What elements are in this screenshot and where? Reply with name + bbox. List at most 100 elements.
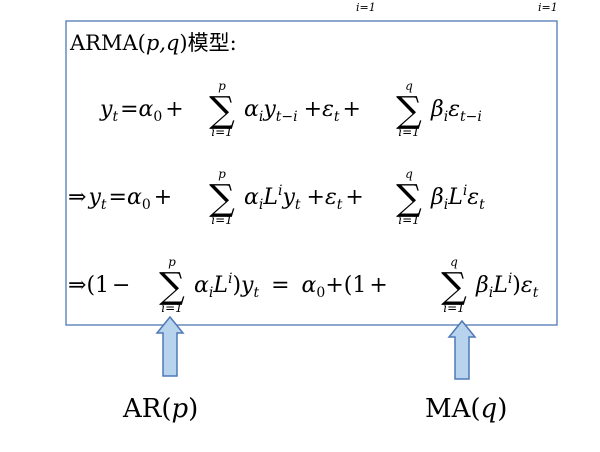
top-artifact-right: i=1: [538, 1, 558, 14]
ma-label: MA(q): [425, 394, 507, 424]
eq1-sum2-top: q: [405, 79, 413, 93]
eq3-term2-L: L: [492, 273, 508, 298]
ma-label-var: q: [481, 394, 498, 424]
eq1-y-sub: t: [112, 109, 118, 125]
eq1-term2-beta: β: [430, 97, 444, 122]
eq3-close1: ): [232, 273, 241, 298]
eq3-y-sub: t: [253, 285, 259, 301]
eq3-sum1-sign: ∑: [159, 266, 185, 307]
eq2-eps-sub: t: [337, 197, 343, 213]
ma-label-prefix: MA(: [425, 394, 481, 424]
eq3-open-one: (1: [86, 273, 109, 298]
eq3-term1-L: L: [212, 273, 228, 298]
eq3-alpha: α: [302, 273, 317, 298]
equation-2: ⇒yt=α0+ p ∑ i=1 αiLiyt+εt+ q ∑ i=1 βiLiε…: [68, 167, 485, 227]
eq2-sum2-sign: ∑: [396, 178, 422, 219]
svg-text:ARMA(p,q)模型:: ARMA(p,q)模型:: [69, 31, 237, 55]
eq2-term2-beta-sub: i: [444, 197, 448, 213]
svg-text:βiεt−i: βiεt−i: [430, 97, 482, 125]
eq3-alpha-sub: 0: [316, 285, 325, 301]
eq2-plus3: +: [345, 185, 363, 210]
ar-label-prefix: AR(: [122, 394, 172, 424]
title-suffix: )模型:: [179, 31, 236, 55]
ar-label-var: p: [172, 394, 189, 424]
eq2-y: y: [87, 185, 101, 210]
eq1-term1-alpha-sub: i: [259, 109, 263, 125]
eq2-plus: +: [154, 185, 172, 210]
svg-text:αiLi)yt=α0+(1+: αiLi)yt=α0+(1+: [194, 271, 388, 301]
eq1-plus3: +: [343, 97, 361, 122]
eq1-eps-sub: t: [334, 109, 340, 125]
eq1-sum2-sign: ∑: [396, 90, 422, 131]
eq2-plus2: +: [307, 185, 325, 210]
eq1-term2-eps: ε: [448, 97, 460, 122]
ma-label-suffix: ): [497, 394, 507, 424]
ar-label-suffix: ): [188, 394, 198, 424]
eq1-plus2: +: [304, 97, 322, 122]
svg-text:αiLiyt+εt+: αiLiyt+εt+: [244, 183, 364, 213]
eq1-equals: =: [120, 97, 138, 122]
eq3-plus: +: [369, 273, 387, 298]
eq2-alpha: α: [127, 185, 142, 210]
eq1-term1-alpha: α: [244, 97, 259, 122]
eq1-eps: ε: [322, 97, 334, 122]
eq2-sum1-top: p: [218, 167, 226, 181]
eq2-arrow: ⇒: [68, 185, 86, 210]
eq2-alpha-sub: 0: [142, 197, 151, 213]
eq3-equals: =: [271, 273, 289, 298]
eq2-term1-L: L: [262, 185, 278, 210]
eq2-term1-y: y: [281, 185, 295, 210]
eq3-sum1-top: p: [168, 255, 176, 269]
eq2-term1-alpha: α: [244, 185, 259, 210]
svg-text:αiyt−i+εt+: αiyt−i+εt+: [244, 97, 361, 125]
eq3-eps-sub: t: [533, 285, 539, 301]
eq1-term2-eps-sub: t−i: [460, 109, 482, 125]
eq2-term1-alpha-sub: i: [259, 197, 263, 213]
eq1-term1-y-sub: t−i: [276, 109, 298, 125]
eq3-term2-beta-sub: i: [489, 285, 493, 301]
eq2-term2-L: L: [447, 185, 463, 210]
formula-box: [65, 20, 558, 326]
eq3-sum2-top: q: [450, 255, 458, 269]
eq3-sum2-bottom: i=1: [443, 301, 465, 315]
eq3-sum2-sign: ∑: [441, 266, 467, 307]
eq2-term2-L-sup: i: [463, 183, 467, 199]
ma-up-arrow-icon: [447, 319, 477, 380]
eq1-sum1-top: p: [218, 79, 226, 93]
svg-text:βiLiεt: βiLiεt: [430, 183, 485, 213]
eq3-close2: ): [512, 273, 521, 298]
eq3-arrow: ⇒: [68, 273, 86, 298]
eq1-term2-beta-sub: i: [444, 109, 448, 125]
title-prefix: ARMA(: [69, 31, 146, 55]
eq2-term2-eps-sub: t: [479, 197, 485, 213]
eq1-sum1-bottom: i=1: [211, 125, 233, 139]
eq2-equals: =: [109, 185, 127, 210]
box-title: ARMA(p,q)模型:: [69, 31, 237, 55]
eq3-term1-L-sup: i: [228, 271, 232, 287]
svg-text:⇒(1−: ⇒(1−: [68, 273, 130, 298]
eq2-term1-y-sub: t: [295, 197, 301, 213]
svg-text:⇒yt=α0+: ⇒yt=α0+: [68, 185, 172, 213]
eq2-term2-eps: ε: [467, 185, 479, 210]
eq2-sum2-top: q: [405, 167, 413, 181]
equation-3: ⇒(1− p ∑ i=1 αiLi)yt=α0+(1+ q ∑ i=1 βiLi…: [68, 255, 539, 315]
eq2-eps: ε: [325, 185, 337, 210]
eq2-term2-beta: β: [430, 185, 444, 210]
ar-label: AR(p): [122, 394, 198, 424]
eq3-y: y: [240, 273, 254, 298]
eq1-alpha: α: [139, 97, 154, 122]
eq3-term2-beta: β: [475, 273, 489, 298]
eq3-term1-alpha: α: [194, 273, 209, 298]
svg-text:βiLi)εt: βiLi)εt: [475, 271, 539, 301]
eq3-plus-open: +(1: [325, 273, 366, 298]
eq1-sum1-sign: ∑: [209, 90, 235, 131]
eq1-sum2-bottom: i=1: [398, 125, 420, 139]
eq3-minus: −: [112, 273, 130, 298]
eq3-term1-alpha-sub: i: [209, 285, 213, 301]
eq3-sum1-bottom: i=1: [161, 301, 183, 315]
eq1-plus: +: [165, 97, 183, 122]
eq1-term1-y: y: [262, 97, 276, 122]
eq3-term2-L-sup: i: [508, 271, 512, 287]
top-artifact-left: i=1: [356, 1, 376, 14]
